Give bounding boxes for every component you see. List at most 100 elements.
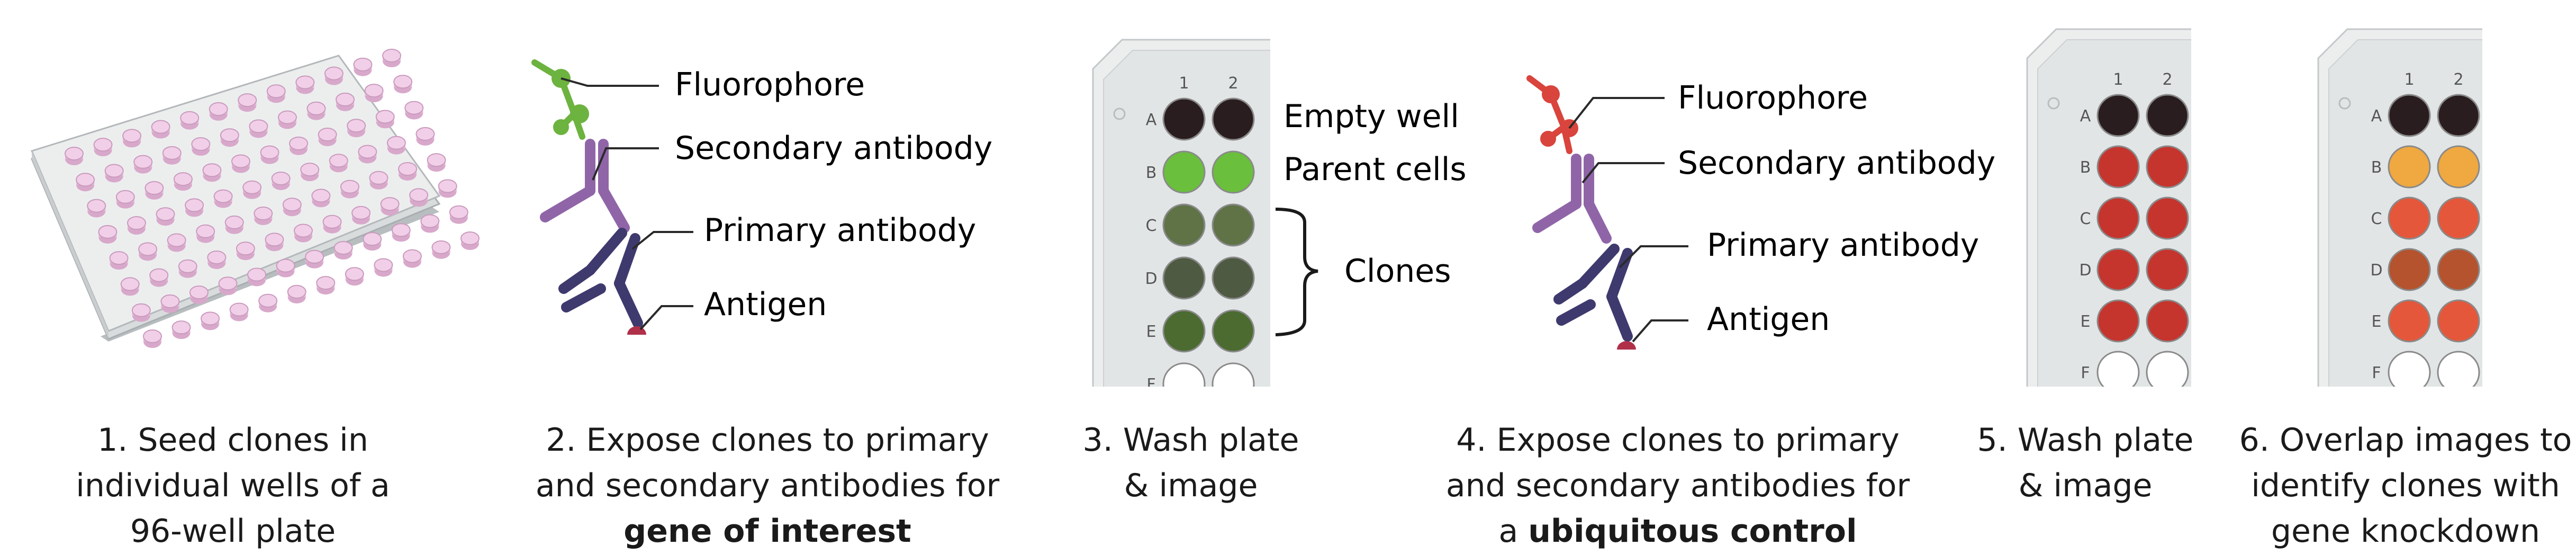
plate-well <box>131 303 151 322</box>
plate-well <box>276 258 295 278</box>
plate-row-letter: F <box>2372 364 2381 382</box>
plate-well <box>185 198 204 217</box>
plate-well <box>1212 203 1255 247</box>
plate-well <box>363 232 382 251</box>
antibody-diagram-ubiquitous-control: Fluorophore Secondary antibody Primary a… <box>1526 75 1995 350</box>
plate-well <box>224 215 244 234</box>
plate-row-letter: B <box>2080 158 2091 177</box>
plate-well <box>202 163 222 182</box>
plate-well <box>402 249 422 268</box>
plate-well <box>409 188 429 207</box>
plate-well <box>2146 351 2189 387</box>
plate-well <box>393 75 413 94</box>
plate-well <box>333 240 353 260</box>
antibody-diagram-gene-of-interest: Fluorophore Secondary antibody Primary a… <box>531 59 992 335</box>
plate-well <box>2437 94 2480 137</box>
plate-row-letter: C <box>2080 210 2091 228</box>
step5-caption: 5. Wash plate & image <box>1977 422 2194 504</box>
plate-well <box>404 101 424 120</box>
gene-of-interest-text: gene of interest <box>623 513 911 550</box>
secondary-antibody-label: Secondary antibody <box>675 130 992 167</box>
plate-well <box>345 267 364 286</box>
clones-label: Clones <box>1344 253 1451 290</box>
plate-well <box>438 179 457 198</box>
plate-column-number: 2 <box>2162 70 2172 89</box>
ubiquitous-control-text: ubiquitous control <box>1528 513 1857 550</box>
plate-well <box>162 146 182 165</box>
empty-well-label: Empty well <box>1284 98 1459 135</box>
plate-well <box>2096 248 2140 291</box>
plate-well <box>306 101 326 120</box>
plate-well <box>374 258 393 277</box>
plate-well <box>87 199 106 218</box>
plate-well <box>2388 351 2431 387</box>
plate-well <box>364 84 384 103</box>
plate-well <box>318 128 337 147</box>
96-well-plate-illustration <box>30 49 480 348</box>
plate-well <box>2388 248 2431 291</box>
plate-well <box>460 231 480 250</box>
plate-well <box>93 138 113 157</box>
plate-well <box>231 154 251 173</box>
plate-well <box>218 276 238 296</box>
plate-well <box>260 145 279 164</box>
plate-well <box>358 145 377 164</box>
plate-well <box>160 294 180 313</box>
plate-well <box>305 249 324 269</box>
plate-well <box>122 129 142 148</box>
plate-well <box>242 180 262 199</box>
plate-well <box>1212 97 1255 141</box>
plate-well <box>380 197 400 216</box>
plate-well <box>2437 248 2480 291</box>
plate-well <box>324 66 344 85</box>
plate-well <box>2437 299 2480 343</box>
plate-well <box>1162 203 1206 247</box>
plate-well <box>167 233 186 252</box>
plate-well <box>104 164 124 183</box>
plate-well <box>2388 299 2431 343</box>
plate-well <box>65 147 84 165</box>
plate-row-letter: E <box>1146 323 1156 341</box>
secondary-antibody-label-2: Secondary antibody <box>1678 145 1995 182</box>
plate-well <box>311 189 331 208</box>
plate-row-letter: D <box>1145 270 1157 288</box>
plate-wells <box>65 49 480 348</box>
plate-well <box>149 268 169 287</box>
plate-well <box>2096 94 2140 137</box>
plate-well <box>120 277 140 296</box>
plate-well <box>213 189 233 208</box>
plate-well <box>220 128 239 147</box>
plate-well <box>2146 299 2189 343</box>
clones-bracket <box>1275 208 1318 336</box>
plate-well <box>151 120 170 139</box>
plate-well <box>156 207 175 226</box>
plate-well <box>1162 309 1206 353</box>
plate-well <box>196 224 215 243</box>
plate-well <box>2096 196 2140 240</box>
plate-well <box>1162 362 1206 387</box>
plate-well <box>427 153 446 172</box>
plate-well <box>247 267 267 287</box>
plate-well <box>300 163 320 182</box>
plate-well <box>1162 150 1206 194</box>
plate-well <box>282 198 302 217</box>
step1-caption: 1. Seed clones in individual wells of a … <box>76 422 390 550</box>
plate-well <box>386 136 406 155</box>
plate-well <box>322 215 342 234</box>
plate-well <box>2146 196 2189 240</box>
plate-well <box>143 329 162 348</box>
plate-well <box>347 119 366 138</box>
plate-well <box>266 84 286 103</box>
plate-row-letter: D <box>2370 261 2382 280</box>
plate-row-letter: F <box>1146 376 1155 394</box>
plate-well <box>415 127 435 146</box>
plate-well <box>2146 248 2189 291</box>
plate-well <box>316 276 336 295</box>
plate-well <box>431 240 451 259</box>
plate-well <box>207 250 227 269</box>
plate-well <box>449 205 468 224</box>
plate-well <box>265 233 284 252</box>
